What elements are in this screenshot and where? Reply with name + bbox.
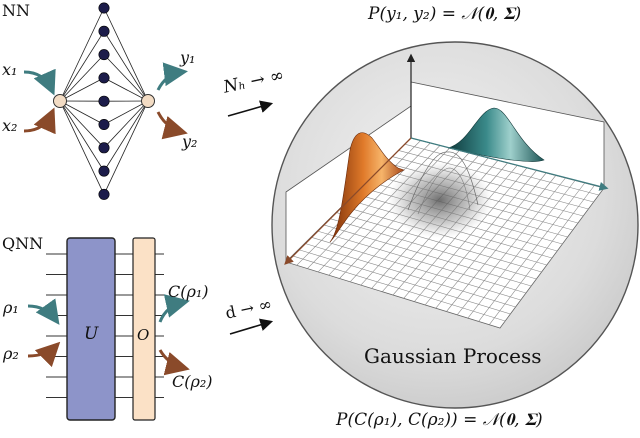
gp-grid-line [304,243,516,308]
nn-input-node [53,94,67,108]
nn-output-node [141,94,155,108]
nn-hidden-neurons [98,2,110,200]
nn-input-1-label: x₁ [2,60,18,79]
gp-top-formula: P(y₁, y₂) = 𝒩(𝟎, 𝚺) [368,4,522,24]
nn-connection [59,100,105,195]
nn-hidden-neuron [98,188,110,200]
qnn-input-2-label: ρ₂ [3,344,19,363]
qnn-observable-box [132,237,156,421]
nn-connection [103,7,149,102]
nn-hidden-neuron [98,49,110,61]
nn-input-2-arrow [23,107,56,135]
nn-connection [103,100,149,172]
nn-connection [59,77,105,102]
gp-marginal-left [329,132,405,243]
nn-connection [103,100,149,195]
qnn-title: QNN [2,234,44,253]
gp-grid-line [323,224,532,287]
nn-connection [59,100,105,125]
nn-connection [103,100,149,125]
qnn-output-2-arrow [158,349,190,376]
nn-input-2-label: x₂ [2,116,18,135]
gp-grid-line [310,236,521,301]
nn-network [59,7,149,195]
nn-output-2-label: y₂ [182,132,198,151]
gp-grid-line [414,167,528,302]
qnn-observable-label: O [137,326,150,344]
nn-hidden-neuron [98,165,110,177]
qnn-output-1-arrow [158,294,190,323]
gp-grid-line [446,175,556,312]
qnn-output-2-label: C(ρ₂) [172,372,213,391]
nn-hidden-neuron [98,119,110,131]
nn-title: NN [2,1,30,20]
nn-connection [59,31,105,102]
nn-output-1-arrow [156,62,188,91]
gp-grid-line [335,212,542,273]
gp-marginal-right [447,107,545,162]
gp-bottom-formula: P(C(ρ₁), C(ρ₂)) = 𝒩(𝟎, 𝚺) [336,410,543,430]
gp-joint-density-peak-2 [417,167,471,215]
qnn-input-1-arrow [27,298,60,325]
nn-connection [103,54,149,102]
nn-hidden-neuron [98,72,110,84]
gp-grid-line [435,172,547,309]
qnn-input-2-arrow [27,341,61,368]
gp-axis-y1 [410,137,609,191]
nn-connection [103,100,149,149]
nn-hidden-neuron [98,25,110,37]
nn-connection [59,100,105,149]
nn-hidden-neuron [98,2,110,14]
qnn-output-1-label: C(ρ₁) [168,282,209,301]
nn-connection [103,31,149,102]
gp-grid-line [467,180,576,319]
gp-joint-density-peak [407,151,479,211]
nn-output-1-label: y₁ [180,48,196,67]
gp-grid-line [489,185,595,325]
gp-grid-line [317,230,527,294]
gp-grid-line [478,182,585,322]
nn-limit-arrow [227,100,274,117]
gp-grid-line [329,218,537,280]
qnn-unitary-box [66,237,116,421]
nn-connection [59,7,105,102]
gp-grid-line [424,170,537,306]
gp-grid-line [298,249,511,315]
qnn-unitary-label: U [84,324,99,344]
nn-hidden-neuron [98,142,110,154]
gp-label: Gaussian Process [364,344,542,368]
qnn-limit-arrow [229,318,274,335]
nn-connection [59,100,105,172]
nn-input-1-arrow [23,68,56,96]
nn-hidden-neuron [98,95,110,107]
gp-grid-line [456,177,566,315]
nn-output-2-arrow [156,111,188,140]
gp-grid-line [292,255,506,322]
qnn-input-1-label: ρ₁ [3,298,19,317]
nn-connection [59,54,105,102]
nn-connection [103,77,149,102]
gp-axis-y2 [284,137,412,265]
gp-joint-density-shadow [388,162,492,238]
